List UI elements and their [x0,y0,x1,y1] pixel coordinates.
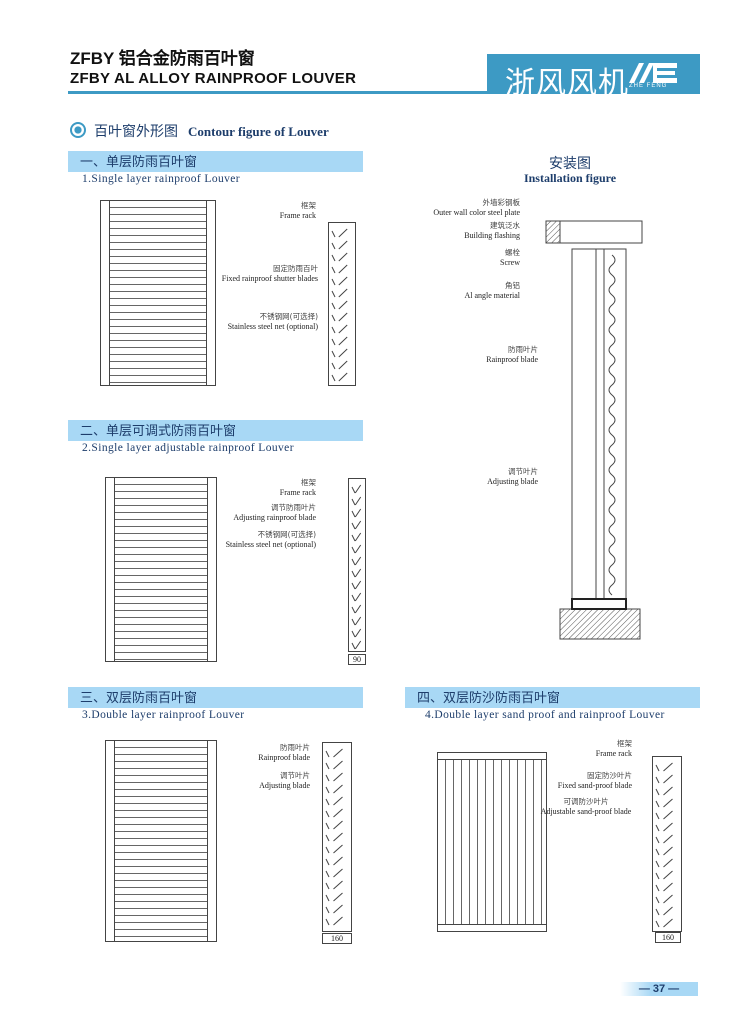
blade-lines [325,748,343,926]
panel3-band: 三、双层防雨百叶窗 [68,687,363,708]
blade-lines [655,762,673,928]
blade-lines [331,228,348,382]
logo-mark-icon [629,63,677,83]
page-number: — 37 — [620,982,698,996]
panel2-band: 二、单层可调式防雨百叶窗 [68,420,363,441]
panel2-side-view [348,478,366,652]
installation-title-cn: 安装图 [549,156,591,172]
panel2-subtitle: 2.Single layer adjustable rainproof Louv… [82,442,294,454]
header-divider [68,91,700,94]
installation-drawing [545,220,643,640]
panel4-front-view [437,752,547,932]
panel2-front-view [105,477,217,662]
panel3-front-view [105,740,217,942]
logo-en: ZHE FENG [629,83,668,89]
panel1-subtitle: 1.Single layer rainproof Louver [82,173,241,185]
title-en: ZFBY AL ALLOY RAINPROOF LOUVER [70,70,357,87]
panel1-side-view [328,222,356,386]
panel3-subtitle: 3.Double layer rainproof Louver [82,709,245,721]
title-cn: ZFBY 铝合金防雨百叶窗 [70,49,255,68]
panel4-dimension: 160 [655,932,681,943]
bullet-icon [70,122,86,138]
section-heading: 百叶窗外形图 Contour figure of Louver [70,121,329,141]
section-title-cn: 百叶窗外形图 [94,125,178,140]
panel3-dimension: 160 [322,933,352,944]
blade-lines [351,484,362,650]
panel4-side-view [652,756,682,932]
panel4-subtitle: 4.Double layer sand proof and rainproof … [425,709,665,721]
panel1-band: 一、单层防雨百叶窗 [68,151,363,172]
brand-logo: 浙风风机 ZHE FENG [487,54,700,101]
panel4-band: 四、双层防沙防雨百叶窗 [405,687,700,708]
installation-title-en: Installation figure [523,171,617,185]
panel1-label-net: 不锈钢网(可选择)Stainless steel net (optional) [227,312,318,331]
panel2-label-net: 不锈钢网(可选择)Stainless steel net (optional) [225,530,316,549]
panel2-dimension: 90 [348,654,366,665]
panel1-front-view [100,200,216,386]
panel3-side-view [322,742,352,932]
section-title-en: Contour figure of Louver [188,124,329,139]
logo-text: 浙风风机 [505,66,629,101]
